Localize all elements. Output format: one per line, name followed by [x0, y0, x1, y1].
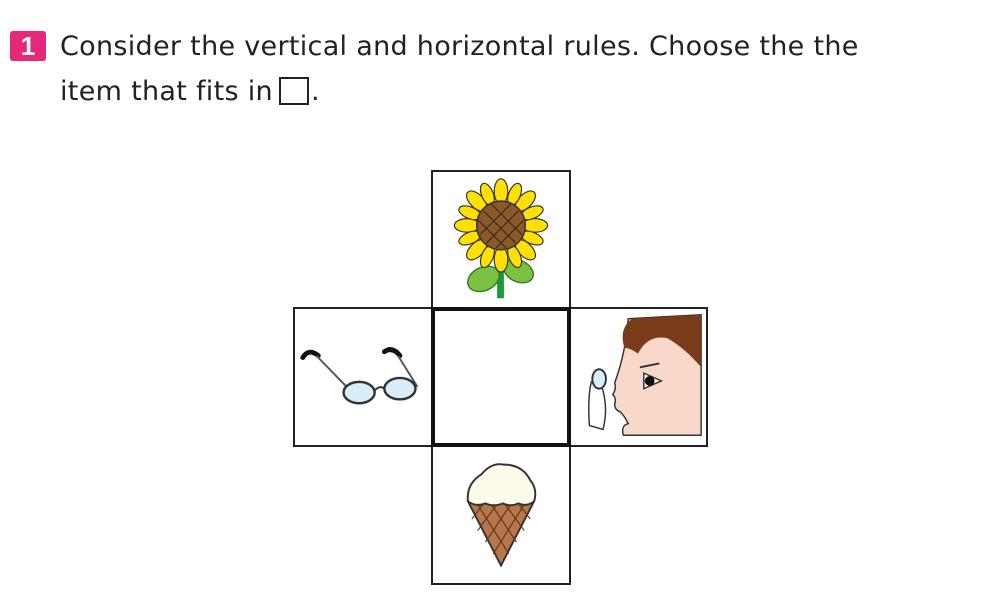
inline-answer-box-icon: [278, 77, 309, 105]
contact-lens-person-icon: [588, 314, 702, 437]
glasses-icon: [300, 347, 419, 405]
question-period: .: [310, 76, 320, 107]
cell-right[interactable]: [568, 307, 708, 447]
ice-cream-cone-icon: [466, 463, 537, 568]
question-line-1: Consider the vertical and horizontal rul…: [60, 31, 859, 62]
answer-box[interactable]: [431, 307, 571, 447]
cell-left[interactable]: [293, 307, 433, 447]
question-line-2: item that fits in: [60, 76, 273, 107]
cell-bottom[interactable]: [431, 445, 571, 585]
question-text: Consider the vertical and horizontal rul…: [60, 24, 980, 114]
question-number-badge: 1: [10, 31, 46, 61]
sunflower-icon: [453, 178, 549, 299]
cell-top[interactable]: [431, 170, 571, 310]
